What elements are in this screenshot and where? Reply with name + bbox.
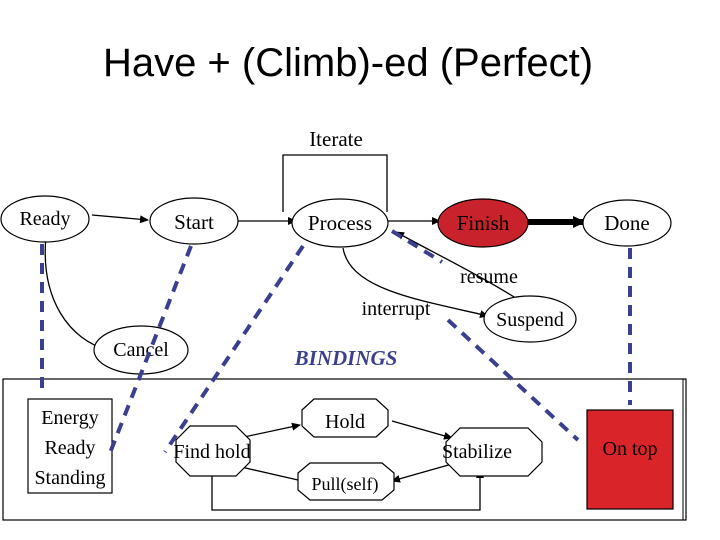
bindings-label: BINDINGS	[294, 346, 398, 370]
state-suspend-label: Suspend	[496, 309, 564, 331]
state-finish-label: Finish	[457, 211, 510, 235]
state-done-label: Done	[604, 211, 650, 235]
edge-stabilize-pull	[391, 463, 453, 483]
stabilize-label: Stabilize	[442, 441, 512, 463]
binding-link-suspend-ontop	[446, 318, 580, 442]
find-hold-label: Find hold	[173, 441, 250, 463]
state-done	[582, 199, 672, 247]
interrupt-label: interrupt	[362, 298, 431, 320]
iterate-loop-edge	[282, 154, 388, 212]
state-start	[149, 197, 239, 245]
edge-ready-cancel	[44, 235, 109, 352]
edge-findhold-stabilize	[211, 465, 484, 511]
state-process	[291, 198, 389, 248]
state-ready	[0, 195, 90, 243]
hold-label: Hold	[325, 411, 365, 433]
energy-line-2: Ready	[44, 437, 95, 459]
edge-interrupt	[342, 247, 489, 319]
edge-hold-stabilize	[391, 420, 453, 440]
resume-label: resume	[460, 266, 518, 288]
state-finish	[437, 198, 529, 248]
state-cancel-label: Cancel	[113, 339, 169, 361]
binding-link-process-findhold	[163, 244, 305, 454]
state-start-label: Start	[174, 210, 214, 234]
binding-link-process-resume	[390, 229, 444, 264]
find-hold-node	[175, 425, 251, 477]
edge-resume	[395, 231, 523, 303]
on-top-box	[586, 409, 674, 510]
on-top-label: On top	[603, 438, 658, 460]
state-suspend	[483, 295, 577, 343]
stabilize-node	[445, 427, 543, 477]
pull-self-label: Pull(self)	[312, 474, 379, 495]
pull-self-node	[297, 462, 395, 501]
hold-node	[301, 398, 389, 438]
edge-ready-start	[91, 214, 149, 224]
iterate-label: Iterate	[309, 127, 363, 151]
state-process-label: Process	[308, 211, 372, 235]
energy-line-1: Energy	[41, 407, 98, 429]
page-title: Have + (Climb)-ed (Perfect)	[103, 41, 593, 85]
state-ready-label: Ready	[19, 208, 70, 230]
energy-line-3: Standing	[34, 467, 105, 489]
